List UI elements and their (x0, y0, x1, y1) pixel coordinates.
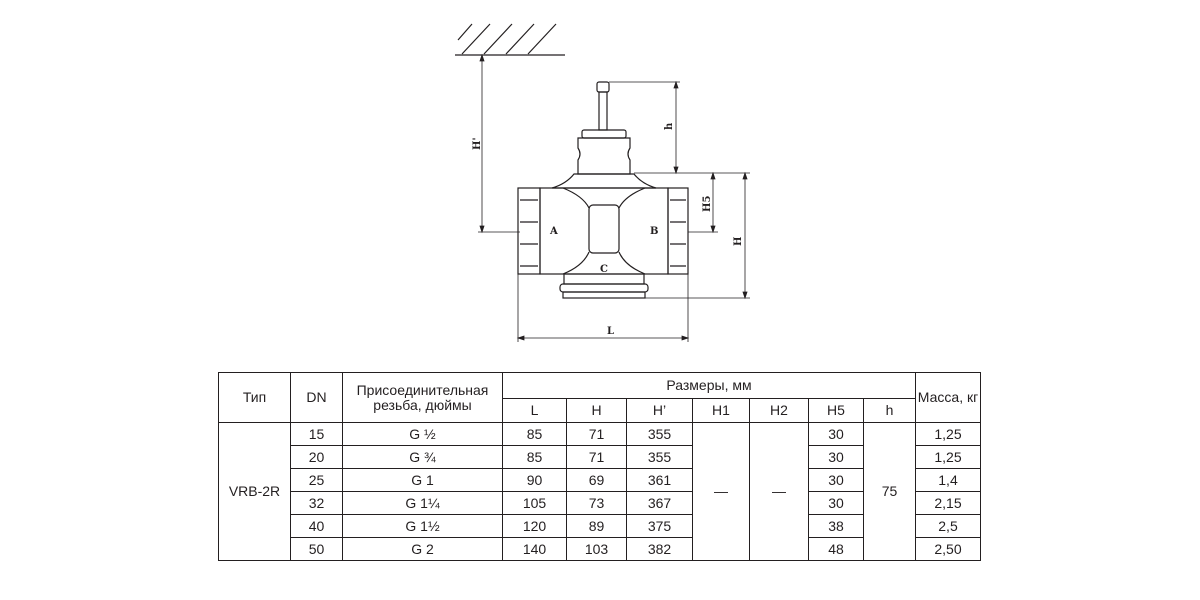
h-prime-cell: 355 (626, 445, 693, 469)
h-cell: 69 (566, 468, 627, 492)
h-prime-cell: 361 (626, 468, 693, 492)
h-cell: 89 (566, 514, 627, 538)
l-cell: 120 (502, 514, 567, 538)
h-prime-cell: 375 (626, 514, 693, 538)
thread-cell: G 1 (342, 468, 503, 492)
dim-l-label: L (607, 326, 614, 337)
dn-cell: 20 (290, 445, 343, 469)
subheader-h: H (566, 398, 627, 423)
l-cell: 85 (502, 445, 567, 469)
h5-cell: 30 (808, 491, 864, 515)
small-h-cell: 75 (863, 422, 916, 561)
h-cell: 71 (566, 422, 627, 446)
thread-cell: G ½ (342, 422, 503, 446)
mass-cell: 1,25 (915, 445, 981, 469)
table-row: VRB-2R 15 G ½ 85 71 355 — — 30 75 1,25 (218, 422, 981, 561)
h5-cell: 30 (808, 422, 864, 446)
mass-cell: 2,50 (915, 537, 981, 561)
valve-body (517, 81, 689, 299)
h1-cell: — (692, 422, 750, 561)
h-cell: 73 (566, 491, 627, 515)
header-mass: Масса, кг (915, 372, 981, 423)
mass-cell: 1,25 (915, 422, 981, 446)
h-prime-cell: 367 (626, 491, 693, 515)
port-b-label: B (650, 226, 658, 237)
h5-cell: 30 (808, 468, 864, 492)
dn-cell: 25 (290, 468, 343, 492)
dn-cell: 15 (290, 422, 343, 446)
h5-cell: 30 (808, 445, 864, 469)
h5-cell: 48 (808, 537, 864, 561)
h2-cell: — (749, 422, 809, 561)
subheader-h1: H1 (692, 398, 750, 423)
h-prime-cell: 382 (626, 537, 693, 561)
l-cell: 105 (502, 491, 567, 515)
header-thread: Присоединительная резьба, дюймы (342, 372, 503, 423)
table-row: 40 G 1½ 120 89 375 38 2,5 (219, 514, 981, 538)
dim-h5-label: H5 (702, 196, 713, 212)
valve-dimension-drawing: A B C L H' h H5 H (455, 23, 750, 342)
dimension-lines (478, 53, 750, 342)
dim-h-prime-label: H' (472, 137, 483, 150)
dn-cell: 40 (290, 514, 343, 538)
l-cell: 90 (502, 468, 567, 492)
mass-cell: 2,5 (915, 514, 981, 538)
h-cell: 103 (566, 537, 627, 561)
subheader-small-h: h (863, 398, 916, 423)
mass-cell: 1,4 (915, 468, 981, 492)
h5-cell: 38 (808, 514, 864, 538)
thread-cell: G 1¼ (342, 491, 503, 515)
l-cell: 140 (502, 537, 567, 561)
dim-h-label: h (664, 122, 675, 130)
port-c-label: C (600, 264, 608, 275)
header-dimensions: Размеры, мм (502, 372, 916, 399)
thread-cell: G ¾ (342, 445, 503, 469)
table-row: 50 G 2 140 103 382 48 2,50 (219, 537, 981, 561)
port-a-label: A (549, 226, 558, 237)
subheader-h2: H2 (749, 398, 809, 423)
subheader-l: L (502, 398, 567, 423)
h-cell: 71 (566, 445, 627, 469)
subheader-h5: H5 (808, 398, 864, 423)
dim-big-h-label: H (733, 237, 744, 246)
ceiling-hatch (455, 23, 565, 56)
dimensions-table: Тип DN Присоединительная резьба, дюймы Р… (218, 372, 981, 561)
mass-cell: 2,15 (915, 491, 981, 515)
type-cell: VRB-2R (218, 422, 291, 561)
dn-cell: 50 (290, 537, 343, 561)
thread-cell: G 2 (342, 537, 503, 561)
thread-cell: G 1½ (342, 514, 503, 538)
l-cell: 85 (502, 422, 567, 446)
table-row: 32 G 1¼ 105 73 367 30 2,15 (219, 491, 981, 515)
subheader-h-prime: H’ (626, 398, 693, 423)
header-type: Тип (218, 372, 291, 423)
dn-cell: 32 (290, 491, 343, 515)
h-prime-cell: 355 (626, 422, 693, 446)
header-dn: DN (290, 372, 343, 423)
